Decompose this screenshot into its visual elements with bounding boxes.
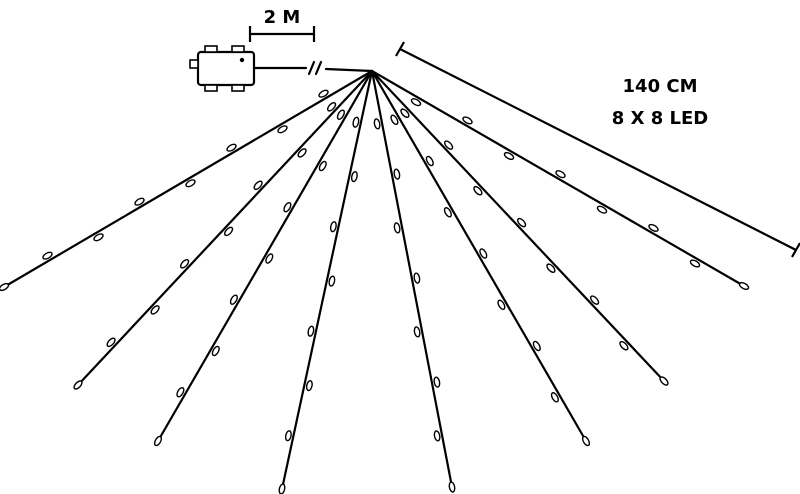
led-bulb xyxy=(555,170,566,179)
led-bulb xyxy=(400,108,410,118)
led-bulb xyxy=(413,272,421,284)
strand-wire xyxy=(370,69,588,443)
led-bulb xyxy=(443,140,454,150)
led-bulb xyxy=(648,223,659,232)
led-bulb xyxy=(462,116,473,125)
strand-length-dimension xyxy=(395,41,800,258)
led-bulb xyxy=(596,205,608,214)
led-bulb xyxy=(738,281,750,291)
strand-wire xyxy=(370,69,666,383)
led-bulb xyxy=(329,221,337,233)
led-bulb xyxy=(73,380,83,390)
led-bulb xyxy=(176,386,185,398)
led-bulb xyxy=(0,282,10,292)
led-bulb xyxy=(497,299,506,311)
led-bulb xyxy=(305,379,313,392)
cable-length-dimension xyxy=(248,26,316,42)
led-bulb xyxy=(318,160,327,172)
cable-length-label: 2 M xyxy=(264,7,301,28)
led-bulb xyxy=(550,392,559,403)
strand-wire xyxy=(370,69,746,288)
led-bulb xyxy=(211,345,220,357)
strand-length-label: 140 CM xyxy=(623,76,698,97)
led-bulb xyxy=(581,435,591,447)
led-bulb xyxy=(413,326,421,338)
led-bulb xyxy=(659,376,669,386)
led-bulb xyxy=(328,275,336,287)
led-bulb xyxy=(226,143,237,152)
led-bulb xyxy=(223,226,234,237)
led-bulb xyxy=(473,185,483,196)
led-bulb xyxy=(150,305,160,315)
led-bulb xyxy=(265,253,274,264)
led-config-label: 8 X 8 LED xyxy=(612,108,708,129)
led-bulb xyxy=(336,109,345,120)
led-bulb xyxy=(277,125,288,134)
led-bulb xyxy=(93,233,104,242)
led-bulb xyxy=(433,430,441,442)
led-bulb xyxy=(433,376,441,388)
led-bulb xyxy=(134,197,145,206)
strand-wire xyxy=(76,69,374,387)
led-bulb xyxy=(352,116,360,128)
led-bulb xyxy=(42,251,53,260)
led-bulb xyxy=(393,168,401,180)
led-bulb xyxy=(516,217,527,228)
led-bulb xyxy=(546,263,556,273)
battery-box xyxy=(189,45,256,92)
strand-wire xyxy=(2,69,374,289)
led-bulb xyxy=(479,248,488,259)
led-bulb xyxy=(503,151,515,161)
led-bulb xyxy=(448,481,456,493)
led-bulb xyxy=(278,483,286,494)
led-bulb xyxy=(390,114,399,126)
led-bulb xyxy=(532,340,541,352)
led-bulb xyxy=(619,340,629,351)
led-bulb xyxy=(185,179,196,188)
led-bulb xyxy=(297,148,307,158)
led-bulb xyxy=(410,98,422,107)
led-bulb xyxy=(689,259,701,268)
led-bulb xyxy=(393,222,401,234)
led-bulb xyxy=(373,118,381,130)
led-bulb xyxy=(153,435,163,447)
led-bulb xyxy=(318,89,329,98)
strand-wire xyxy=(370,69,454,489)
led-bulb xyxy=(179,259,190,269)
led-bulb xyxy=(589,295,600,305)
led-bulb xyxy=(284,430,292,442)
led-bulb xyxy=(106,337,116,348)
strand-wire xyxy=(156,69,374,443)
strand-wire xyxy=(280,69,374,491)
led-bulb xyxy=(307,325,315,337)
lead-cable xyxy=(252,60,374,76)
led-bulb xyxy=(326,102,337,112)
led-bulb xyxy=(350,170,358,183)
led-bulb xyxy=(229,294,238,305)
led-bulb xyxy=(283,201,292,213)
light-strands xyxy=(0,69,750,494)
led-bulb xyxy=(253,180,263,191)
led-bulb xyxy=(443,207,452,218)
led-bulb xyxy=(425,155,434,167)
